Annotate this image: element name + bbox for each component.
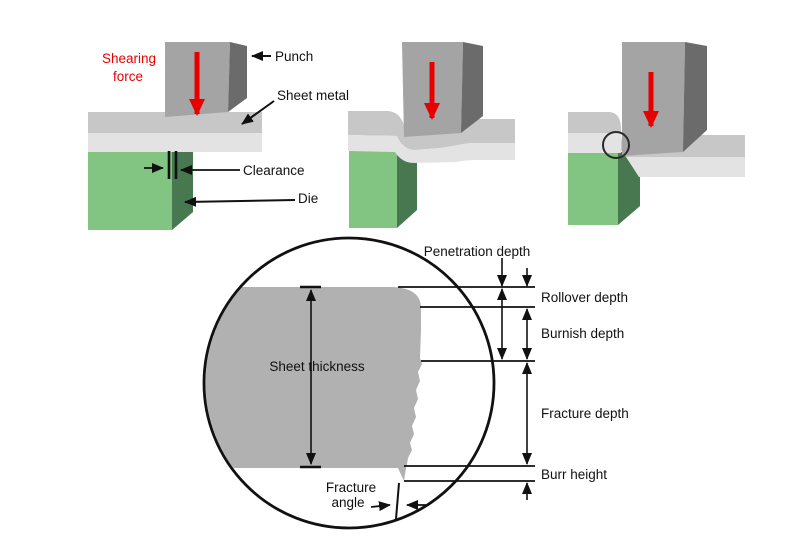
fracture-angle-label-line2: angle [331,495,364,510]
sheet-metal-lower-layer [348,135,515,163]
punch-side-face [228,42,247,112]
die-front-face [88,152,172,230]
shearing-force-label-line1: Shearing [102,51,156,66]
shearing-force-label-line2: force [113,69,143,84]
punch-side-face [683,42,707,152]
stage-2-penetration [348,42,515,228]
die-side-face [618,152,640,225]
cut-piece-lower-layer [626,157,745,177]
fracture-angle-reference-line [395,482,400,520]
sheet-metal-lower-layer [568,133,621,153]
penetration-depth-label: Penetration depth [424,244,531,259]
fracture-angle-arrow-left-icon [370,501,391,512]
magnified-edge-view: Penetration depth Rollover depth Burnish… [202,236,629,530]
die-side-face [397,151,417,228]
sheet-metal-lower-layer [88,133,262,152]
fracture-angle-label-line1: Fracture [326,480,376,495]
sheet-metal-leader-arrow-icon [241,100,275,125]
die-leader-arrow-icon [184,196,296,207]
magnifier-circle [202,236,496,530]
die-front-face [568,152,618,225]
stage-1-punch-contact: Shearing force Punch Sheet metal Clearan… [88,42,349,230]
punch-label: Punch [275,49,313,64]
die-front-face [349,151,397,228]
clearance-label: Clearance [243,163,305,178]
fracture-depth-label: Fracture depth [541,406,629,421]
burr-height-label: Burr height [541,467,607,482]
edge-highlight-circle [602,131,630,159]
punch-side-face [461,42,483,133]
sheet-metal-upper-layer [568,112,621,133]
burnish-depth-label: Burnish depth [541,326,624,341]
sheet-metal-label: Sheet metal [277,88,349,103]
sheet-metal-upper-layer [88,112,262,133]
sheet-thickness-label: Sheet thickness [269,359,365,374]
stage-3-fracture [568,42,745,225]
die-label: Die [298,191,318,206]
rollover-depth-label: Rollover depth [541,290,628,305]
